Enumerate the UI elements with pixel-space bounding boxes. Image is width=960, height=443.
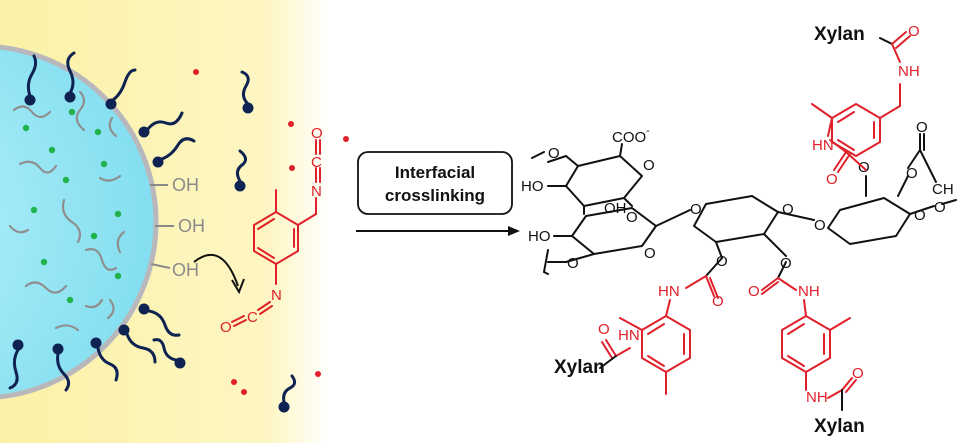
carboxylate-label: COO <box>612 129 646 146</box>
payload-dots <box>22 108 122 304</box>
atom-label: O <box>311 125 323 142</box>
surfactant <box>138 303 181 337</box>
hydroxyl-label: HO <box>521 178 544 195</box>
hydroxyl-label: OH <box>604 200 627 217</box>
process-label-box <box>357 151 513 215</box>
atom-label: O <box>814 217 826 234</box>
atom-label: O <box>548 145 560 162</box>
surfactant <box>138 111 184 138</box>
atom-label: O <box>716 253 728 270</box>
atom-label: O <box>644 245 656 262</box>
xylose-ring: HO O O O <box>528 201 702 275</box>
atom-label: O <box>916 119 928 136</box>
methyl-label: CH <box>932 181 954 198</box>
surfactant <box>152 137 196 168</box>
surfactant <box>234 149 247 192</box>
crosslink-arm-right: O NH NH O Xylan <box>748 261 865 437</box>
nh-label: NH <box>798 283 820 300</box>
surfactant <box>152 338 186 369</box>
xylan-label: Xylan <box>814 416 865 437</box>
hydroxyl-label: HO <box>528 228 551 245</box>
surfactant <box>8 339 24 390</box>
surfactant <box>52 343 71 392</box>
nh-label: HN <box>658 283 680 300</box>
atom-label: C <box>247 309 258 326</box>
surfactant <box>240 70 254 114</box>
surfactant <box>105 68 137 110</box>
atom-label: O <box>712 293 724 310</box>
atom-label: O <box>598 321 610 338</box>
surfactant <box>90 337 119 382</box>
surfactant <box>64 51 76 103</box>
hydroxyl-label: OH <box>178 216 205 236</box>
surfactant <box>24 54 38 106</box>
surfactant-molecules <box>8 51 196 392</box>
xylose-ring: O O O CH O O <box>827 119 957 245</box>
nh-label: NH <box>806 389 828 406</box>
charge-label: - <box>646 125 650 137</box>
hydroxyl-label: OH <box>172 260 199 280</box>
process-step: Interfacial crosslinking <box>356 151 520 236</box>
xylose-ring: O O O O <box>693 195 826 272</box>
polymer-chains <box>8 90 126 332</box>
atom-label: O <box>567 255 579 272</box>
surface-hydroxyls: OH OH OH <box>150 175 205 280</box>
nh-label: HN <box>618 327 640 344</box>
atom-label: O <box>826 171 838 188</box>
aqueous-droplet <box>0 44 159 400</box>
atom-label: O <box>748 283 760 300</box>
atom-label: O <box>906 165 918 182</box>
atom-label: O <box>626 209 638 226</box>
atom-label: O <box>782 201 794 218</box>
crosslink-arm-top: O HN NH O Xylan <box>811 23 920 188</box>
xylan-label: Xylan <box>814 24 865 45</box>
atom-label: O <box>908 23 920 40</box>
atom-label: N <box>311 183 322 200</box>
surfactant <box>118 324 157 364</box>
atom-label: O <box>643 157 655 174</box>
atom-label: O <box>852 365 864 382</box>
free-crosslinker-dots <box>193 69 349 395</box>
nh-label: HN <box>812 137 834 154</box>
crosslink-arm-left: O HN HN O Xylan <box>554 257 724 395</box>
reaction-arrow <box>193 253 245 295</box>
nh-label: NH <box>898 63 920 80</box>
crosslinked-xylan-structure: O COO - O HO OH O HO O O O <box>521 23 957 437</box>
process-label-line1: Interfacial <box>395 163 475 182</box>
atom-label: N <box>271 287 282 304</box>
atom-label: C <box>311 154 322 171</box>
atom-label: O <box>690 201 702 218</box>
free-surfactants <box>152 70 297 413</box>
atom-label: O <box>220 319 232 336</box>
tdi-crosslinker: N C O N C O <box>220 125 323 336</box>
surfactant <box>278 374 297 413</box>
atom-label: O <box>914 207 926 224</box>
xylan-label: Xylan <box>554 357 605 378</box>
atom-label: O <box>934 199 946 216</box>
process-label-line2: crosslinking <box>385 186 485 205</box>
hydroxyl-label: OH <box>172 175 199 195</box>
arrow-head-icon <box>508 226 520 236</box>
